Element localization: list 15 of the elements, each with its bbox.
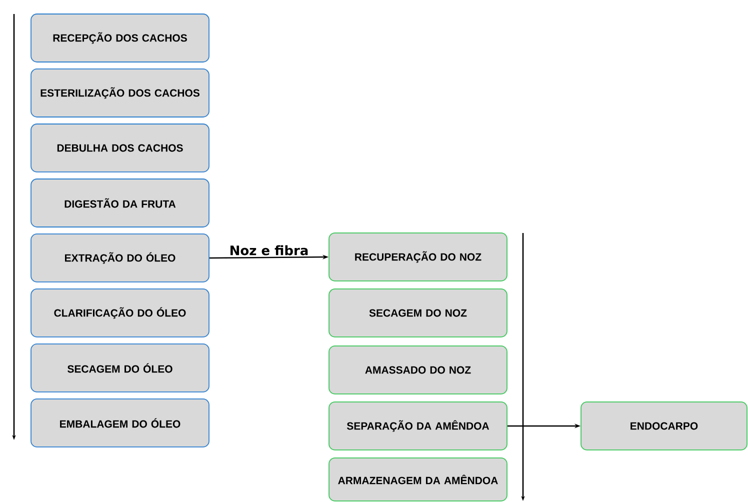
process-box: AMASSADO DO NOZ <box>328 346 508 394</box>
process-box: SECAGEM DO NOZ <box>328 288 508 338</box>
process-box: CLARIFICAÇÃO DO ÓLEO <box>30 288 210 338</box>
edge-label: Noz e fibra <box>230 245 308 256</box>
process-box: RECUPERAÇÃO DO NOZ <box>328 232 508 282</box>
process-box: ESTERILIZAÇÃO DOS CACHOS <box>30 68 210 118</box>
process-box: EXTRAÇÃO DO ÓLEO <box>30 234 210 282</box>
process-box: RECEPÇÃO DOS CACHOS <box>30 14 210 62</box>
process-box: DIGESTÃO DA FRUTA <box>30 178 210 228</box>
process-box: SEPARAÇÃO DA AMÊNDOA <box>328 402 508 450</box>
process-box: DEBULHA DOS CACHOS <box>30 124 210 172</box>
process-box: SECAGEM DO ÓLEO <box>30 344 210 392</box>
process-box: ENDOCARPO <box>580 402 748 450</box>
process-box: ARMAZENAGEM DA AMÊNDOA <box>328 458 508 502</box>
process-box: EMBALAGEM DO ÓLEO <box>30 398 210 448</box>
